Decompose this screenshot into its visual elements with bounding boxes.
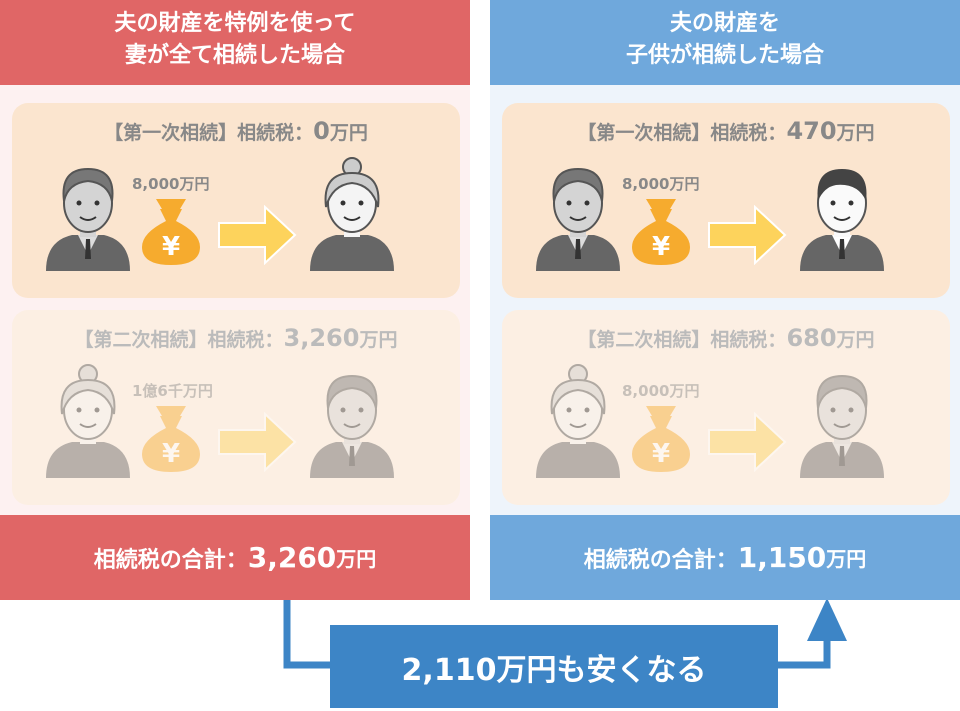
first-inheritance-card: 【第一次相続】相続税：470万円 8,000万円 ¥ xyxy=(502,103,950,298)
husband-icon xyxy=(306,362,398,478)
tax-unit: 万円 xyxy=(836,329,875,351)
svg-text:¥: ¥ xyxy=(162,439,180,469)
tax-value: 470 xyxy=(786,117,837,145)
money-bag-icon: ¥ xyxy=(630,195,692,267)
column-header: 夫の財産を特例を使って 妻が全て相続した場合 xyxy=(0,0,470,85)
estate-amount: 8,000万円 xyxy=(132,175,210,193)
tax-unit: 万円 xyxy=(359,329,398,351)
card-title: 【第一次相続】相続税： xyxy=(104,122,314,144)
svg-text:¥: ¥ xyxy=(652,232,670,262)
second-inheritance-card: 【第二次相続】相続税：680万円 8,000万円 ¥ xyxy=(502,310,950,505)
money-bag-icon: ¥ xyxy=(630,402,692,474)
wife-icon xyxy=(532,362,624,478)
husband-icon xyxy=(532,155,624,271)
tax-unit: 万円 xyxy=(329,122,368,144)
spouse-inherits-column: 夫の財産を特例を使って 妻が全て相続した場合 【第一次相続】相続税：0万円 8,… xyxy=(0,0,470,600)
svg-text:¥: ¥ xyxy=(652,439,670,469)
child-inherits-column: 夫の財産を 子供が相続した場合 【第一次相続】相続税：470万円 8,000万円… xyxy=(490,0,960,600)
second-inheritance-card: 【第二次相続】相続税：3,260万円 1億6千万円 ¥ xyxy=(12,310,460,505)
card-title: 【第一次相続】相続税： xyxy=(577,122,787,144)
estate-amount: 1億6千万円 xyxy=(132,382,213,400)
savings-banner: 2,110万円も安くなる xyxy=(330,625,778,708)
column-header: 夫の財産を 子供が相続した場合 xyxy=(490,0,960,85)
total-label: 相続税の合計： xyxy=(583,547,738,573)
right-arrow-icon xyxy=(707,204,787,266)
right-arrow-icon xyxy=(707,411,787,473)
first-inheritance-card: 【第一次相続】相続税：0万円 8,000万円 ¥ xyxy=(12,103,460,298)
total-unit: 万円 xyxy=(826,547,867,571)
card-title: 【第二次相続】相続税： xyxy=(74,329,284,351)
total-value: 3,260 xyxy=(247,541,337,574)
wife-icon xyxy=(42,362,134,478)
total-value: 1,150 xyxy=(737,541,827,574)
card-title: 【第二次相続】相続税： xyxy=(577,329,787,351)
right-arrow-icon xyxy=(217,204,297,266)
money-bag-icon: ¥ xyxy=(140,402,202,474)
estate-amount: 8,000万円 xyxy=(622,175,700,193)
tax-value: 0 xyxy=(313,117,330,145)
total-unit: 万円 xyxy=(336,547,377,571)
money-bag-icon: ¥ xyxy=(140,195,202,267)
tax-value: 680 xyxy=(786,324,837,352)
svg-text:¥: ¥ xyxy=(162,232,180,262)
husband-icon xyxy=(796,362,888,478)
right-arrow-icon xyxy=(217,411,297,473)
husband-icon xyxy=(42,155,134,271)
estate-amount: 8,000万円 xyxy=(622,382,700,400)
total-label: 相続税の合計： xyxy=(93,547,248,573)
tax-unit: 万円 xyxy=(836,122,875,144)
son-icon xyxy=(796,155,888,271)
wife-icon xyxy=(306,155,398,271)
tax-value: 3,260 xyxy=(283,324,360,352)
